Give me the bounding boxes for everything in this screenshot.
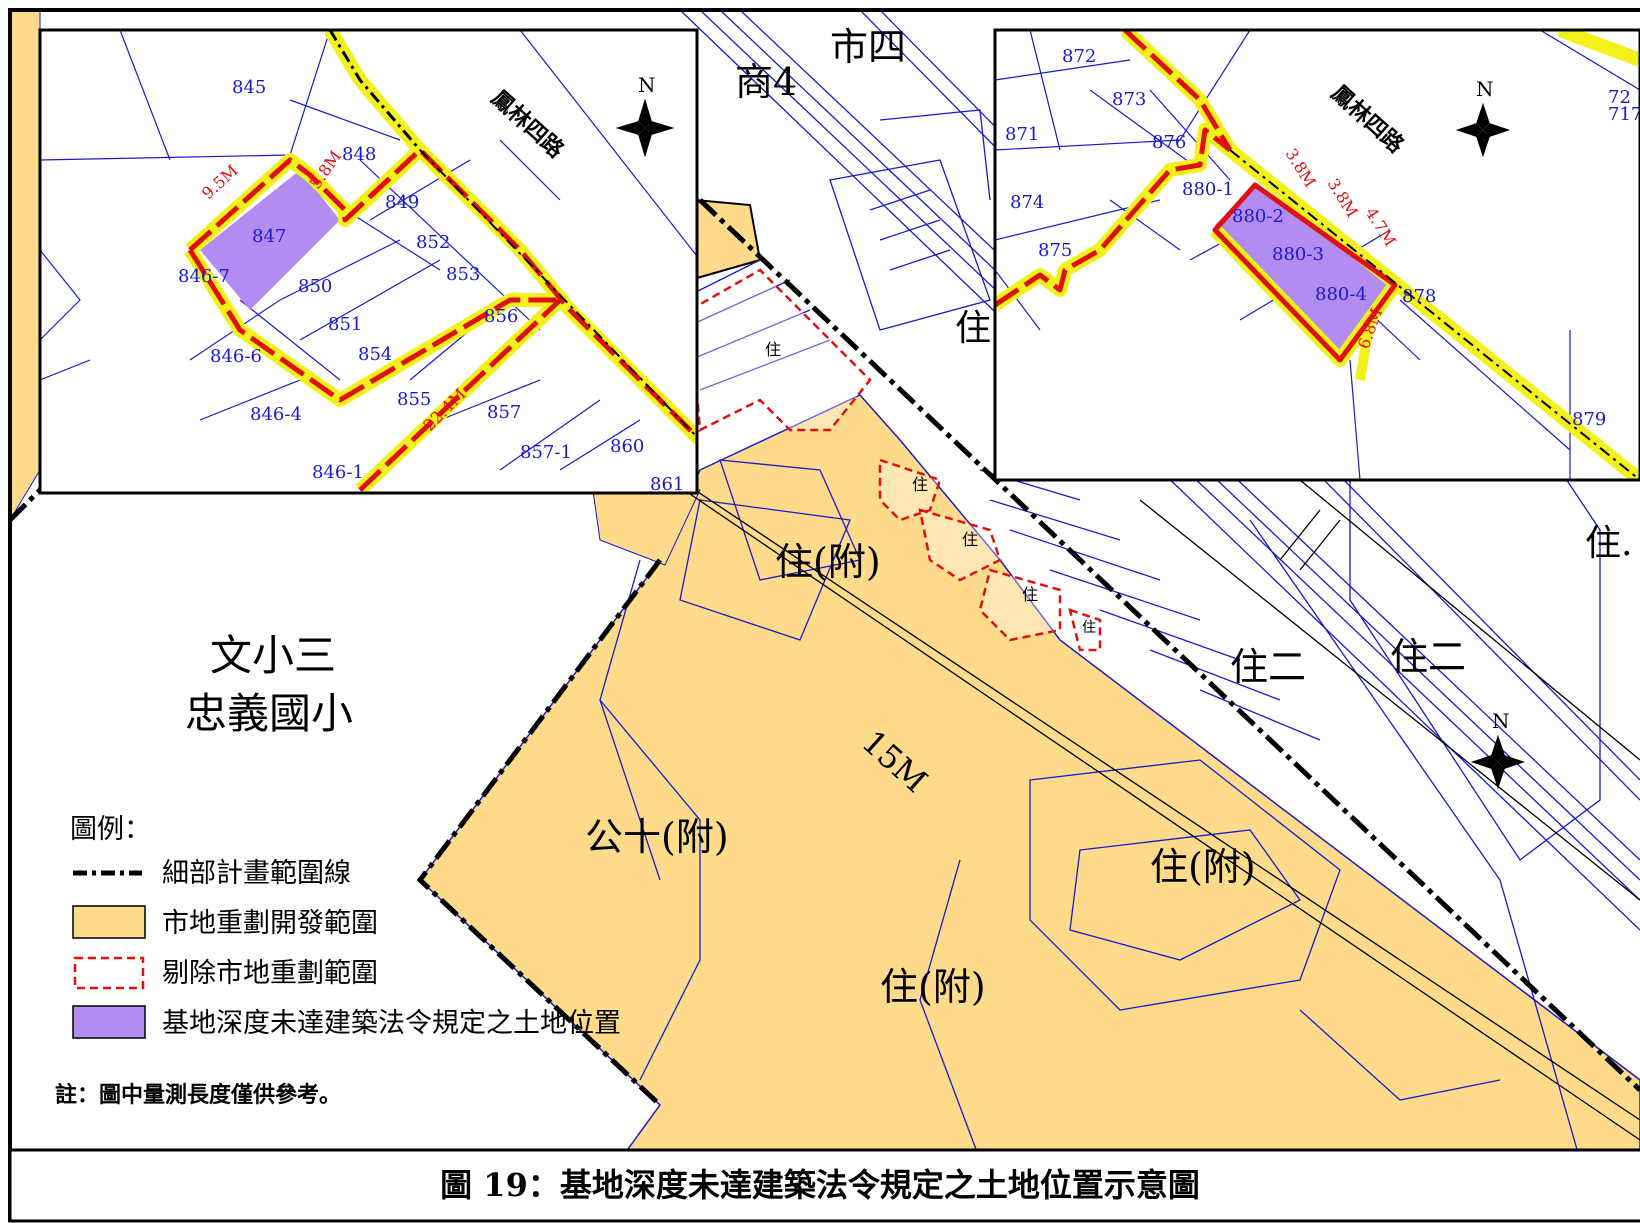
svg-text:N: N	[1476, 77, 1494, 101]
lot-label: 857-1	[520, 442, 572, 463]
lot-label: 852	[416, 232, 450, 253]
figure-caption: 圖 19：基地深度未達建築法令規定之土地位置示意圖	[440, 1166, 1200, 1204]
lot-label: 878	[1402, 286, 1436, 307]
lot-label: 850	[298, 276, 332, 297]
lot-label: 717	[1608, 104, 1640, 125]
compass-icon: N	[615, 73, 675, 158]
zone-label-zhu-fu-a: 住(附)	[775, 540, 881, 584]
lot-label: 880-1	[1182, 179, 1234, 200]
zone-label-zhu-fu-c: 住(附)	[880, 965, 986, 1009]
lot-label: 861	[650, 474, 684, 495]
compass-icon: N	[1455, 77, 1511, 158]
school-label-line1: 文小三	[210, 631, 336, 680]
lot-label: 851	[328, 314, 362, 335]
compass-icon: N	[1470, 709, 1526, 790]
lot-label: 876	[1152, 132, 1186, 153]
road-edges	[619, 439, 1640, 1141]
small-zhu-label: 住	[912, 475, 928, 494]
zone-label-zhu-right-top: 住	[955, 308, 991, 349]
road-hatching	[679, 189, 1321, 741]
legend-item-label: 剔除市地重劃範圍	[162, 958, 378, 989]
lot-label: 854	[358, 344, 392, 365]
legend-item-label: 細部計畫範圍線	[162, 858, 351, 889]
svg-text:N: N	[1492, 709, 1510, 733]
lot-label: 871	[1005, 124, 1039, 145]
lot-label: 880-3	[1272, 244, 1324, 265]
legend-item-label: 基地深度未達建築法令規定之土地位置	[162, 1008, 621, 1039]
lot-label: 72	[1608, 87, 1631, 108]
lot-label: 857	[487, 402, 521, 423]
lot-label: 856	[484, 306, 518, 327]
zone-label-gong10-fu: 公十(附)	[585, 815, 729, 859]
zone-label-zhu-right-edge: 住.	[1585, 523, 1632, 564]
legend: 圖例： 細部計畫範圍線 市地重劃開發範圍 剔除市地重劃範圍 基地深度未達建築法令…	[55, 814, 621, 1108]
lot-label: 853	[446, 264, 480, 285]
small-zhu-label: 住	[765, 340, 781, 359]
lot-label: 848	[342, 144, 376, 165]
lot-847-highlight	[200, 170, 340, 310]
lot-label: 846-4	[250, 404, 302, 425]
inset-left: 845 848 847 849 852 846-7 850 853 851 85…	[38, 28, 699, 495]
legend-red-dashed-swatch	[73, 956, 145, 990]
lot-label: 846-7	[178, 266, 230, 287]
lot-label: 846-1	[312, 462, 364, 483]
lot-label: 847	[252, 226, 286, 247]
lot-label: 845	[232, 77, 266, 98]
legend-title: 圖例：	[70, 814, 151, 845]
svg-text:N: N	[638, 73, 656, 97]
zone-label-zhu2-a: 住二	[1230, 645, 1306, 689]
lot-label: 880-4	[1315, 284, 1367, 305]
legend-purple-swatch	[72, 1005, 146, 1039]
lot-label: 873	[1112, 89, 1146, 110]
lot-label: 855	[397, 389, 431, 410]
excluded-areas	[688, 268, 1102, 652]
legend-item-label: 市地重劃開發範圍	[162, 908, 378, 939]
legend-note: 註：圖中量測長度僅供參考。	[55, 1082, 341, 1108]
caption-box	[8, 1148, 1640, 1223]
lot-label: 880-2	[1232, 206, 1284, 227]
small-zhu-label: 住	[1022, 585, 1038, 604]
zone-label-zhu-fu-b: 住(附)	[1150, 845, 1256, 889]
lot-label: 860	[610, 436, 644, 457]
lot-label: 874	[1010, 192, 1044, 213]
lot-label: 849	[385, 192, 419, 213]
zone-label-shang4: 商4	[735, 60, 797, 104]
school-label-line2: 忠義國小	[185, 689, 353, 738]
lot-label: 846-6	[210, 346, 262, 367]
inset-right: 872 873 871 876 874 880-1 880-2 880-3 87…	[993, 28, 1640, 482]
zone-label-shi4: 市四	[830, 25, 906, 69]
zone-label-zhu2-b: 住二	[1390, 635, 1466, 679]
small-zhu-label: 住	[1082, 620, 1096, 636]
legend-orange-swatch	[72, 905, 146, 939]
redevelopment-area-west	[10, 10, 41, 521]
lot-880-highlight	[1215, 185, 1395, 360]
small-zhu-label: 住	[962, 530, 978, 549]
lot-label: 875	[1038, 240, 1072, 261]
lot-label: 879	[1572, 409, 1606, 430]
lot-label: 872	[1062, 46, 1096, 67]
